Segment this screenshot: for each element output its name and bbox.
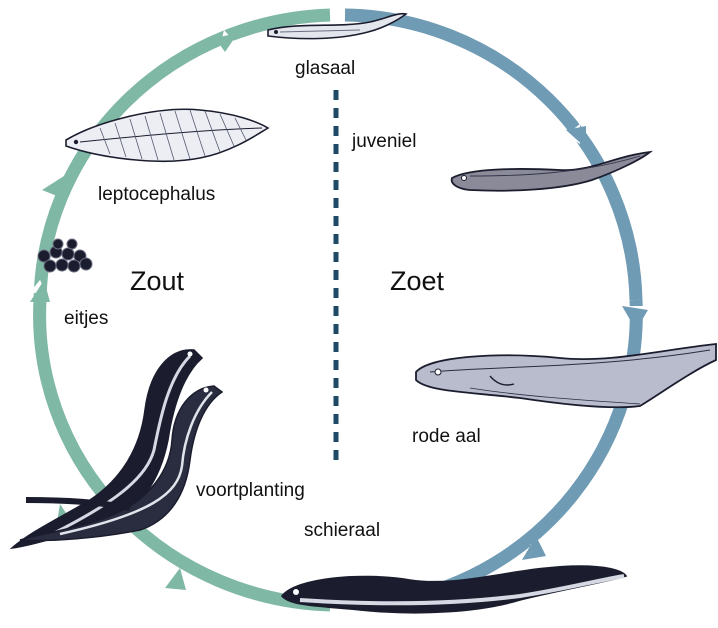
yellow-eel-illustration: [416, 344, 716, 407]
juvenile-label: juveniel: [352, 131, 416, 153]
silver-eel-label: schieraal: [304, 520, 380, 542]
fresh-water-label: Zoet: [390, 266, 444, 297]
fresh-water-arc: [345, 15, 636, 600]
salt-water-label: Zout: [130, 266, 184, 297]
leptocephalus-label: leptocephalus: [98, 184, 215, 206]
eggs-label: eitjes: [64, 308, 108, 330]
silver-eel-illustration: [282, 566, 626, 613]
yellow-eel-label: rode aal: [412, 426, 481, 448]
leptocephalus-illustration: [66, 109, 268, 161]
glass-eel-label: glasaal: [295, 58, 355, 80]
reproduction-label: voortplanting: [196, 480, 305, 502]
juvenile-eel-illustration: [452, 152, 650, 191]
